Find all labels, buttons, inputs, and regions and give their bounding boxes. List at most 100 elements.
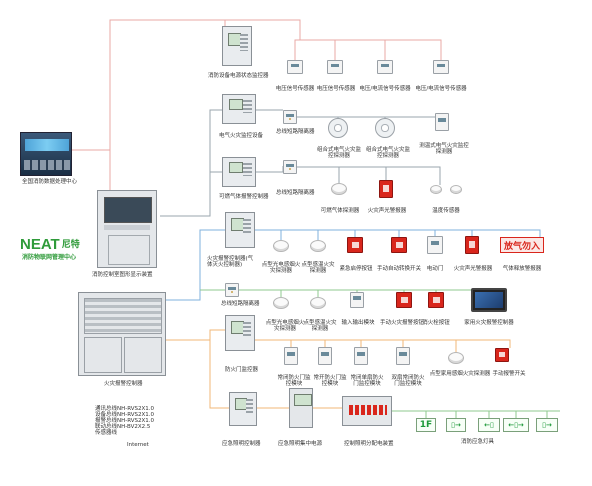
row6-label: 常闭单扇防火门监控模块 <box>350 375 384 387</box>
evac-sign-exit: ▯→ <box>446 418 466 432</box>
voltage-sensor <box>327 60 343 74</box>
electric-fire-monitor-device <box>222 94 256 124</box>
connection-line <box>255 229 541 237</box>
row4-label: 点型感温火灾探测器 <box>301 262 335 274</box>
protocol-line: 报警总线NH-RVS2X1.0 <box>95 418 155 424</box>
bus-isolator <box>225 283 239 297</box>
row1-label: 电压/电流信号传感器 <box>359 86 411 92</box>
temperature-sensor <box>430 185 442 194</box>
door-module <box>284 347 298 365</box>
fire-alarm-controller-label: 火灾报警控制器 <box>104 381 143 387</box>
voltage-current-sensor <box>433 60 449 74</box>
connection-line <box>300 39 442 60</box>
evac-sign-text: ▯→ <box>542 421 552 429</box>
row4-label: 电动门 <box>426 266 444 272</box>
distribution-device <box>342 396 392 426</box>
voltage-sensor <box>287 60 303 74</box>
heat-detector <box>310 297 326 309</box>
row6-label: 点型家用感烟火灾探测器 <box>429 371 491 377</box>
graphic-display-cabinet <box>97 190 157 268</box>
emergency-light-controller-label: 应急照明控制器 <box>222 441 261 447</box>
protocol-legend: 通讯总线NH-RVS2X1.0 设备总线NH-RVS2X1.0 报警总线NH-R… <box>95 406 154 436</box>
evac-sign-left: ←▯ <box>478 418 500 432</box>
row3-label: 温度传感器 <box>432 208 460 214</box>
row2-label: 组合式电气火灾监控探测器 <box>365 147 410 159</box>
row5-label: 点型光电感烟火灾探测器 <box>265 320 305 332</box>
gas-release-sign: 放气勿入 <box>500 237 544 253</box>
gas-extinguishing-controller-label: 火灾报警控制器(气体灭火控制器) <box>207 256 254 268</box>
evac-sign-floor: 1F <box>416 418 436 432</box>
smoke-detector <box>273 297 289 309</box>
gas-controller-label: 可燃气体报警控制器 <box>219 194 269 200</box>
bus-isolator-label: 总线短路隔离器 <box>276 129 315 135</box>
bus-isolator-label: 总线短路隔离器 <box>221 301 260 307</box>
protocol-line: 通讯总线NH-RVS2X1.0 <box>95 406 155 412</box>
connection-line <box>109 19 226 150</box>
fire-door-monitor-device <box>225 315 255 351</box>
gas-release-sign-text: 放气勿入 <box>503 241 540 252</box>
connection-line <box>166 229 225 301</box>
gas-detector <box>331 183 347 195</box>
row5-label: 点型感温火灾探测器 <box>303 320 337 332</box>
brand-logo-text: NEAT <box>20 236 60 253</box>
protocol-line: 联动总线NH-BV2X2.5 <box>95 424 151 430</box>
protocol-line: 传感器线 <box>95 430 118 436</box>
row4-label: 点型光电感烟火灾探测器 <box>261 262 301 274</box>
gas-extinguishing-controller-device <box>225 212 255 248</box>
io-module <box>350 292 364 308</box>
temperature-detector <box>435 113 449 131</box>
brand-subtitle: 消防物联网管理中心 <box>22 254 77 261</box>
connection-line <box>255 339 511 348</box>
row5-label: 家用火灾报警控制器 <box>464 320 514 326</box>
data-center-image <box>20 132 72 176</box>
evac-lamps-label: 消防应急灯具 <box>461 439 495 445</box>
electric-fire-monitor-label: 电气火灾监控设备 <box>219 133 264 139</box>
evac-sign-text: 1F <box>419 420 433 430</box>
evac-sign-text: ←▯ <box>484 421 494 429</box>
evac-sign-text: ←▯→ <box>508 421 524 429</box>
row3-label: 火灾声光警报器 <box>367 208 407 214</box>
connection-line <box>166 329 225 341</box>
evac-sign-right: ▯→ <box>536 418 558 432</box>
row2-label: 组合式电气火灾监控探测器 <box>316 147 361 159</box>
row6-label: 常开防火门监控模块 <box>313 375 347 387</box>
row3-label: 可燃气体探测器 <box>320 208 360 214</box>
distribution-label: 控制照明分配电装置 <box>344 441 394 447</box>
electric-door <box>427 236 443 254</box>
emergency-stop-button <box>347 237 363 253</box>
manual-auto-switch <box>391 237 407 253</box>
door-module <box>396 347 410 365</box>
graphic-display-label: 消防控制室图形显示装置 <box>92 272 153 278</box>
home-fire-controller <box>471 288 507 312</box>
heat-detector <box>310 240 326 252</box>
row6-label: 常闭防火门监控模块 <box>277 375 311 387</box>
fire-door-monitor-label: 防火门监控器 <box>225 367 259 373</box>
row4-label: 手动自动转换开关 <box>376 266 422 272</box>
bus-isolator <box>283 160 297 174</box>
sound-light-alarm <box>465 236 479 254</box>
connection-line <box>297 166 441 185</box>
protocol-line: 设备总线NH-RVS2X1.0 <box>95 412 155 418</box>
emergency-light-controller-device <box>229 392 257 426</box>
evac-sign-text: ▯→ <box>451 421 461 429</box>
sound-light-alarm <box>379 180 393 198</box>
home-smoke-detector <box>448 352 464 364</box>
emergency-power-label: 应急照明集中电源 <box>278 441 323 447</box>
row1-label: 电压/电流信号传感器 <box>415 86 467 92</box>
combined-detector <box>328 118 348 138</box>
evac-sign-both: ←▯→ <box>503 418 529 432</box>
row1-label: 电压信号传感器 <box>275 86 315 92</box>
gas-controller-device <box>222 157 256 187</box>
door-module <box>354 347 368 365</box>
door-module <box>318 347 332 365</box>
manual-alarm-button <box>396 292 412 308</box>
combined-detector <box>375 118 395 138</box>
row6-label: 双扇常闭防火门监控模块 <box>391 375 425 387</box>
row5-label: 手动火灾报警按钮 <box>379 320 425 326</box>
row4-label: 气体释放警报器 <box>502 266 542 272</box>
connection-line <box>209 110 222 173</box>
row5-label: 输入输出模块 <box>341 320 375 326</box>
row6-label: 手动报警开关 <box>492 371 526 377</box>
